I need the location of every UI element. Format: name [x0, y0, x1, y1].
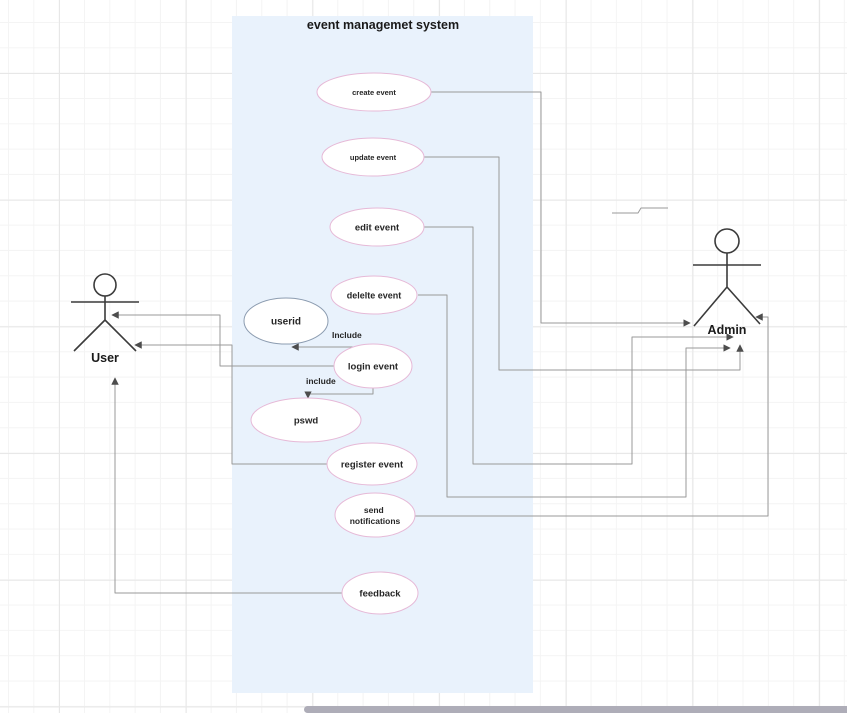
usecase-userid[interactable]: userid: [243, 297, 329, 345]
connector-orphan-segment[interactable]: [612, 207, 668, 214]
actor-admin-label: Admin: [708, 323, 747, 337]
connector-register-event-user[interactable]: [134, 341, 327, 465]
actor-admin-head: [714, 228, 740, 254]
usecase-login-event-label: login event: [348, 362, 399, 373]
connector-include-pswd[interactable]: [304, 388, 374, 399]
usecase-delete-event[interactable]: delelte event: [330, 275, 418, 315]
actor-user[interactable]: User: [71, 273, 139, 365]
include-label-2[interactable]: include: [306, 376, 336, 386]
usecase-send-notifications-label: send notifications: [350, 505, 401, 526]
usecases: create event update event edit event del…: [243, 72, 432, 615]
connector-update-event-admin[interactable]: [424, 156, 744, 371]
usecase-update-event[interactable]: update event: [321, 137, 425, 177]
usecase-send-notifications[interactable]: send notifications: [334, 492, 416, 538]
usecase-create-event[interactable]: create event: [316, 72, 432, 112]
actor-user-head: [93, 273, 117, 297]
usecase-userid-label: userid: [271, 317, 301, 328]
connector-create-event-admin[interactable]: [431, 91, 691, 327]
include-label-1[interactable]: Include: [332, 330, 362, 340]
usecase-login-event[interactable]: login event: [333, 343, 413, 389]
connector-send-notifications-admin[interactable]: [415, 313, 769, 517]
connector-feedback-user[interactable]: [111, 377, 343, 594]
actor-user-label: User: [91, 351, 119, 365]
connector-login-event-user[interactable]: [111, 311, 334, 367]
usecase-create-event-label: create event: [352, 88, 396, 97]
usecase-register-event-label: register event: [341, 460, 404, 471]
system-boundary-title: event managemet system: [307, 18, 459, 32]
usecase-pswd-label: pswd: [294, 416, 318, 427]
usecase-feedback-label: feedback: [359, 589, 401, 600]
usecase-edit-event-label: edit event: [355, 223, 400, 234]
actor-admin-body: [693, 253, 761, 327]
connector-delete-event-admin[interactable]: [418, 294, 731, 498]
usecase-feedback[interactable]: feedback: [341, 571, 419, 615]
actor-user-body: [71, 296, 139, 352]
actor-admin[interactable]: Admin: [693, 228, 761, 337]
usecase-register-event[interactable]: register event: [326, 442, 418, 486]
usecase-pswd[interactable]: pswd: [250, 397, 362, 443]
usecase-update-event-label: update event: [350, 153, 397, 162]
usecase-edit-event[interactable]: edit event: [329, 207, 425, 247]
usecase-delete-event-label: delelte event: [347, 291, 402, 301]
connector-edit-event-admin[interactable]: [424, 226, 734, 465]
horizontal-scrollbar[interactable]: [304, 706, 847, 713]
connectors: [111, 91, 769, 594]
